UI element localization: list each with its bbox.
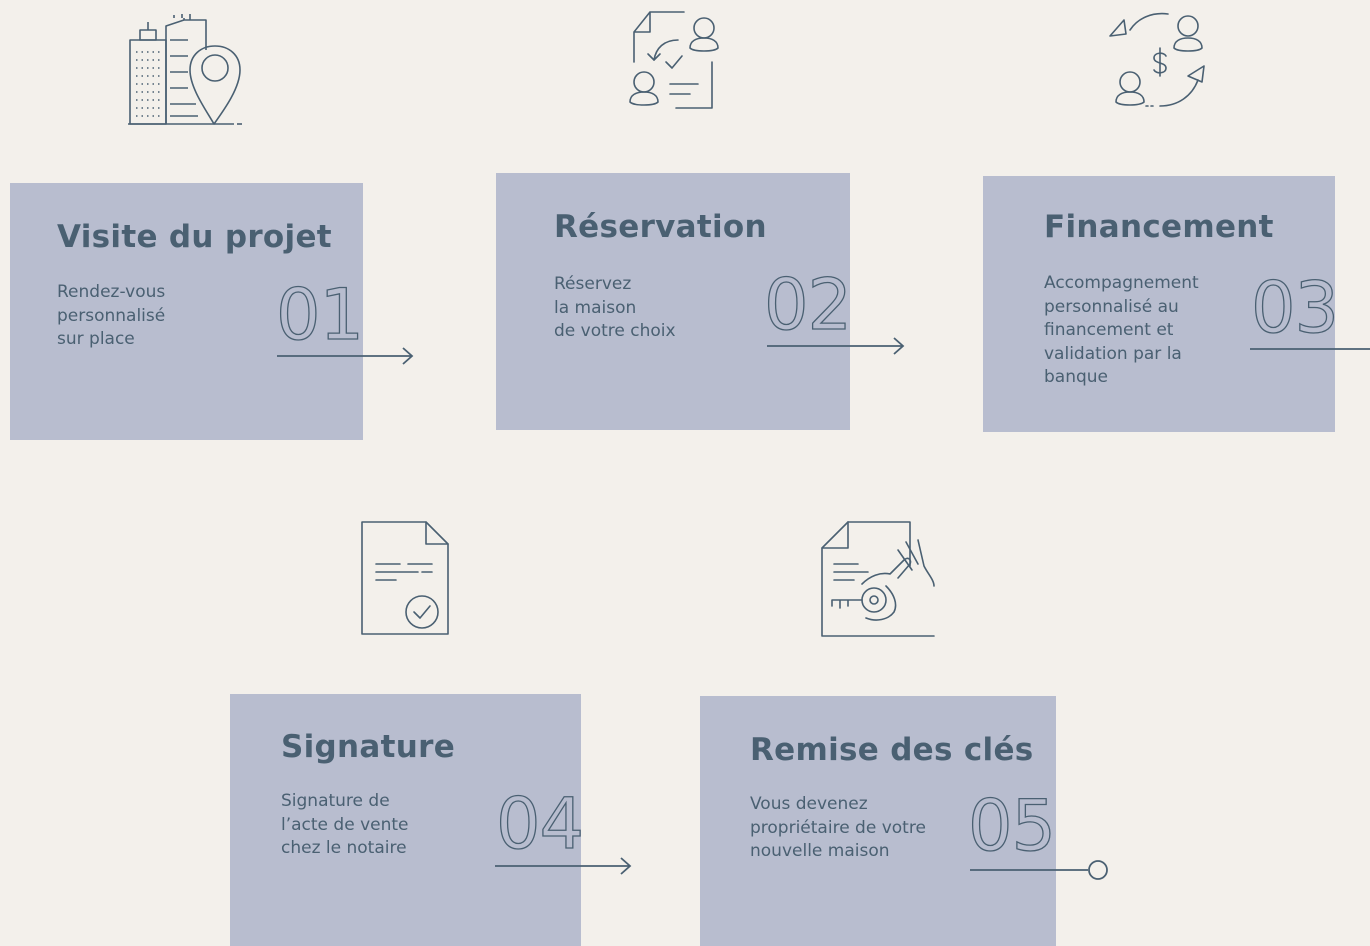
step-number: 02 [763, 263, 852, 341]
step-card-5: Remise des clés Vous devenez propriétair… [700, 696, 1057, 946]
money-exchange-icon [1104, 10, 1212, 114]
step-number-text: 04 [496, 783, 583, 860]
end-connector [970, 860, 1108, 880]
step-number: 05 [967, 784, 1056, 862]
key-handover-icon [818, 518, 940, 640]
step-card-4: Signature Signature de l’acte de vente c… [230, 694, 585, 946]
step-card-2: Réservation Réservez la maison de votre … [496, 173, 853, 430]
arrow-connector-1 [277, 347, 414, 365]
step-description: Rendez-vous personnalisé sur place [57, 282, 166, 349]
step-description: Vous devenez propriétaire de votre nouve… [750, 794, 926, 861]
step-card-1: Visite du projet Rendez-vous personnalis… [10, 183, 365, 440]
arrow-connector-2 [767, 337, 905, 355]
signed-document-icon [358, 518, 452, 640]
step-title: Financement [1044, 209, 1274, 245]
step-number-text: 05 [968, 785, 1055, 862]
step-number-text: 02 [764, 264, 851, 341]
step-description: Réservez la maison de votre choix [554, 274, 676, 341]
step-card-3: Financement Accompagnement personnalisé … [983, 176, 1340, 432]
contract-people-icon [620, 10, 726, 112]
step-title: Signature [281, 729, 456, 765]
step-title: Remise des clés [750, 732, 1034, 768]
step-number: 01 [275, 273, 364, 351]
step-title: Visite du projet [57, 219, 332, 255]
line-connector-3 [1250, 348, 1370, 350]
building-location-icon [126, 10, 246, 128]
step-number: 03 [1250, 266, 1339, 344]
step-number-text: 01 [276, 274, 363, 351]
arrow-connector-4 [495, 857, 632, 875]
step-description: Accompagnement personnalisé au financeme… [1044, 273, 1199, 387]
step-title: Réservation [554, 209, 767, 245]
step-description: Signature de l’acte de vente chez le not… [281, 791, 409, 858]
step-number-text: 03 [1251, 267, 1338, 344]
step-number: 04 [495, 782, 584, 860]
